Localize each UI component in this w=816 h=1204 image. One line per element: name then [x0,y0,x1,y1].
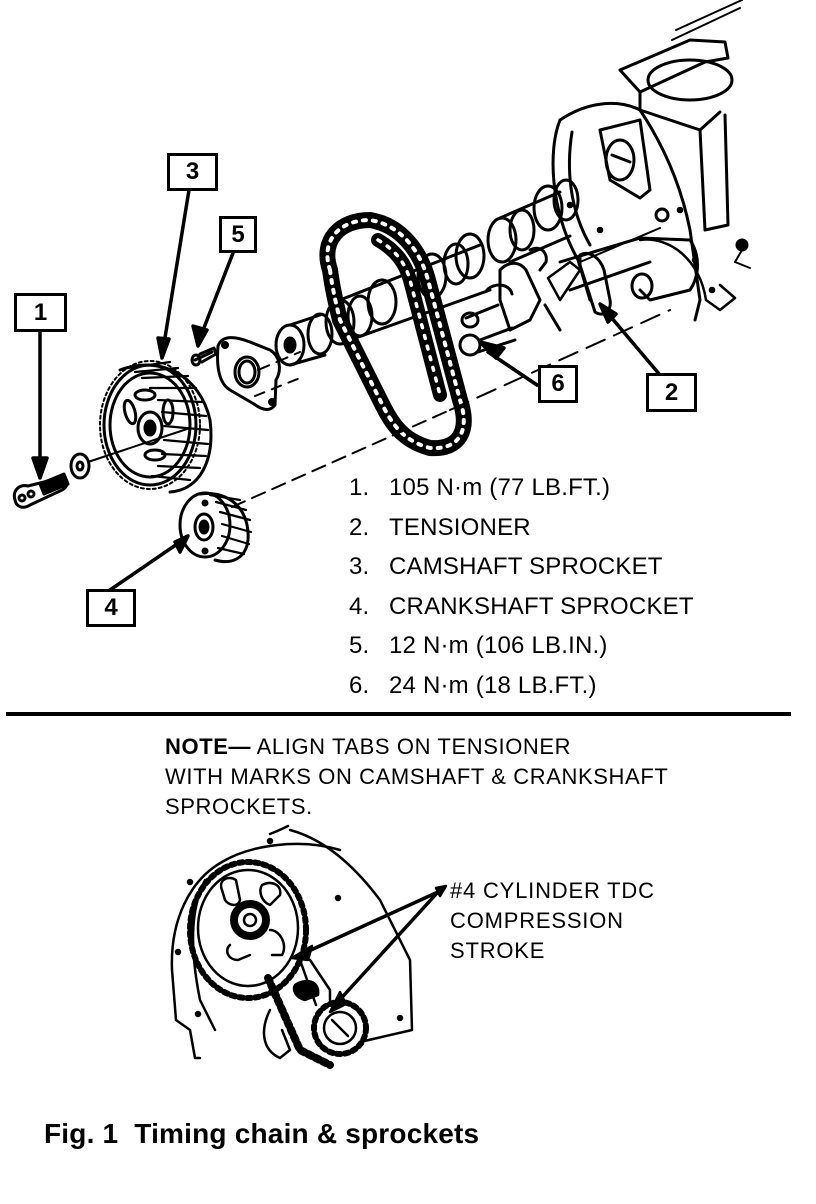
legend-item-number: 4. [349,592,370,620]
legend-item-number: 6. [349,671,370,699]
callout-5-label: 5 [231,220,245,248]
camshaft-sprocket [99,360,213,494]
callout-3-label: 3 [185,158,200,185]
note-label: NOTE— [165,734,252,759]
legend-item: 6. 24 N·m (18 LB.FT.) [349,666,694,706]
tdc-annotation-line-2: COMPRESSION [450,908,624,933]
legend-item-text: CAMSHAFT SPROCKET [389,553,663,581]
callout-6-label: 6 [551,370,565,397]
crankshaft-sprocket [178,491,253,564]
legend-item: 1. 105 N·m (77 LB.FT.) [349,468,694,508]
tdc-detail-drawing [170,824,448,1069]
tensioner-assembly [485,236,699,332]
assembly-centerlines [87,227,671,508]
legend-item-text: 24 N·m (18 LB.FT.) [389,671,597,699]
legend-item-number: 5. [349,632,370,660]
callout-4: 4 [86,589,136,627]
figure-caption: Fig. 1 Timing chain & sprockets [44,1118,480,1149]
thrust-plate [216,336,281,411]
legend-item-number: 1. [349,474,370,501]
alignment-note: NOTE— ALIGN TABS ON TENSIONER WITH MARKS… [165,732,668,822]
parts-legend: 1. 105 N·m (77 LB.FT.) 2. TENSIONER 3. CAMS… [349,468,694,706]
legend-item-text: CRANKSHAFT SPROCKET [389,592,694,620]
legend-item-text: 105 N·m (77 LB.FT.) [389,474,611,501]
callout-1: 1 [14,293,67,332]
callout-2: 2 [646,373,697,412]
legend-item: 3. CAMSHAFT SPROCKET [349,547,694,587]
tdc-annotation-line-3: STROKE [450,938,546,963]
callout-4-label: 4 [104,594,118,621]
callout-6: 6 [538,365,578,403]
legend-item-text: 12 N·m (106 LB.IN.) [389,632,608,660]
section-divider [6,712,791,716]
legend-item-number: 3. [349,553,370,581]
legend-item: 4. CRANKSHAFT SPROCKET [349,587,694,627]
note-line-1: ALIGN TABS ON TENSIONER [251,734,572,759]
legend-item-number: 2. [349,513,370,541]
engine-front-cover [551,0,751,322]
legend-item-text: TENSIONER [389,513,531,541]
callout-1-label: 1 [33,298,48,326]
callout-3: 3 [167,153,218,191]
legend-item: 2. TENSIONER [349,508,694,548]
callout-leaders [31,188,662,592]
note-line-3: SPROCKETS. [165,794,313,819]
tdc-annotation-line-1: #4 CYLINDER TDC [450,878,655,903]
timing-chain [319,212,472,457]
callout-2-label: 2 [664,378,679,406]
note-line-2: WITH MARKS ON CAMSHAFT & CRANKSHAFT [165,764,669,789]
thrust-plate-bolt [190,346,218,367]
sprocket-bolt-washer [12,452,91,509]
callout-5: 5 [219,216,257,253]
tdc-annotation: #4 CYLINDER TDC COMPRESSION STROKE [450,876,655,966]
legend-item: 5. 12 N·m (106 LB.IN.) [349,626,694,666]
